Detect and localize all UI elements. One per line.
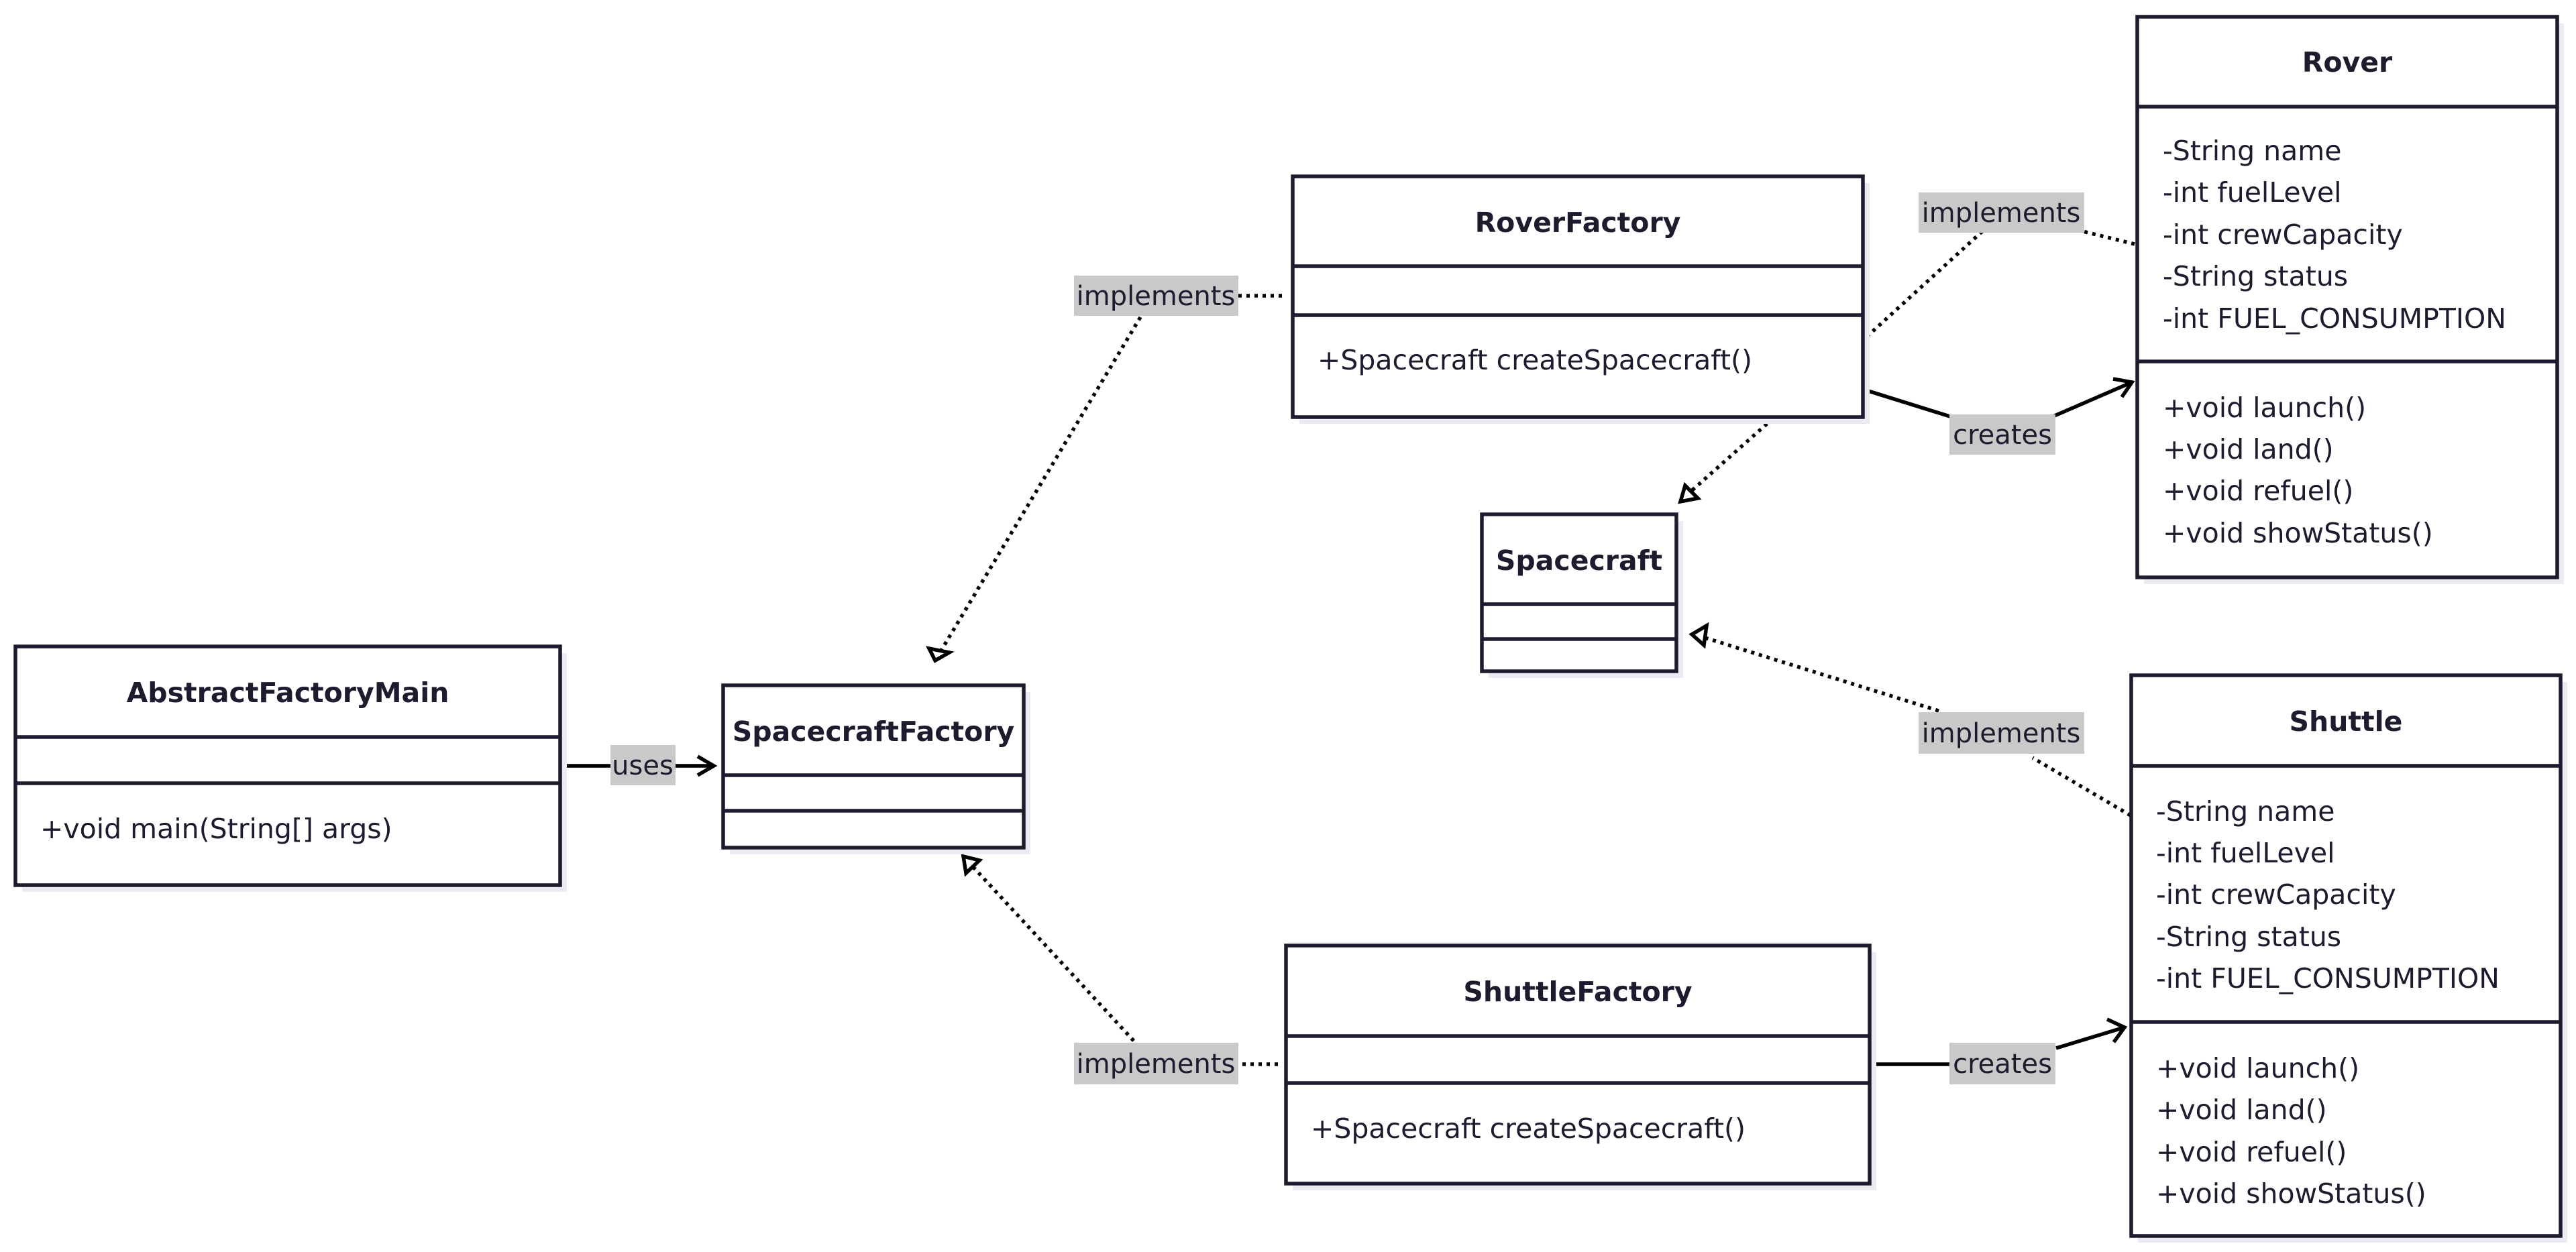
attribute: -int FUEL_CONSUMPTION [2163,302,2506,335]
class-roverfactory: RoverFactory +Spacecraft createSpacecraf… [1291,174,1870,424]
edge-label-creates: creates [1949,1043,2055,1084]
edge-shuttlefactory-creates-shuttle [1872,1017,2128,1066]
method: +void land() [2163,433,2334,465]
edge-label-implements: implements [1074,276,1238,316]
method: +void showStatus() [2156,1178,2426,1210]
edge-label-implements: implements [1919,712,2084,754]
class-shuttlefactory: ShuttleFactory +Spacecraft createSpacecr… [1284,944,1876,1190]
edge-label-uses: uses [610,745,676,785]
edge-label-implements: implements [1074,1043,1238,1084]
svg-text:implements: implements [1077,1049,1236,1080]
edge-shuttlefactory-implements-spacecraftfactory [961,854,1278,1066]
attribute: -String status [2163,260,2348,292]
method: +void main(String[] args) [40,813,392,845]
edge-roverfactory-implements-spacecraftfactory [926,294,1282,663]
edge-shuttle-implements-spacecraft [1688,622,2132,817]
svg-text:implements: implements [1922,718,2081,749]
svg-text:uses: uses [612,750,674,781]
edge-label-creates: creates [1949,414,2055,455]
method: +void launch() [2163,392,2366,424]
method: +Spacecraft createSpacecraft() [1318,344,1752,376]
svg-text:implements: implements [1077,281,1236,312]
realization-arrowhead-icon [926,646,955,663]
svg-text:creates: creates [1953,1049,2052,1080]
realization-arrowhead-icon [1688,622,1709,649]
class-spacecraft: Spacecraft [1480,512,1683,678]
method: +void land() [2156,1094,2327,1126]
class-name: Rover [2302,46,2393,78]
attribute: -int crewCapacity [2163,219,2403,251]
edge-roverfactory-creates-rover [1868,377,2135,419]
realization-arrowhead-icon [961,854,983,877]
class-name: RoverFactory [1475,207,1681,239]
edge-label-implements: implements [1919,192,2084,233]
attribute: -String name [2163,135,2341,167]
class-name: AbstractFactoryMain [127,677,449,709]
attribute: -int fuelLevel [2156,837,2335,869]
attribute: -int crewCapacity [2156,878,2396,911]
attribute: -int FUEL_CONSUMPTION [2156,962,2500,994]
class-abstractfactorymain: AbstractFactoryMain +void main(String[] … [13,644,567,892]
realization-arrowhead-icon [1678,481,1702,504]
method: +void launch() [2156,1052,2359,1084]
edge-rover-implements-spacecraft [1678,229,2135,504]
method: +void showStatus() [2163,517,2433,549]
svg-text:implements: implements [1922,198,2081,229]
class-rover: Rover -String name -int fuelLevel -int c… [2135,15,2564,584]
method: +void refuel() [2156,1136,2347,1168]
class-spacecraftfactory: SpacecraftFactory [721,683,1030,854]
class-shuttle: Shuttle -String name -int fuelLevel -int… [2129,673,2567,1243]
edge-main-uses-spacecraftfactory [562,754,718,777]
class-name: ShuttleFactory [1463,976,1692,1008]
attribute: -int fuelLevel [2163,176,2342,209]
class-name: Shuttle [2290,705,2403,738]
attribute: -String name [2156,795,2334,828]
attribute: -String status [2156,921,2341,953]
class-name: SpacecraftFactory [733,716,1015,748]
class-name: Spacecraft [1496,545,1662,577]
method: +Spacecraft createSpacecraft() [1311,1113,1746,1145]
svg-text:creates: creates [1953,420,2052,451]
method: +void refuel() [2163,475,2353,507]
